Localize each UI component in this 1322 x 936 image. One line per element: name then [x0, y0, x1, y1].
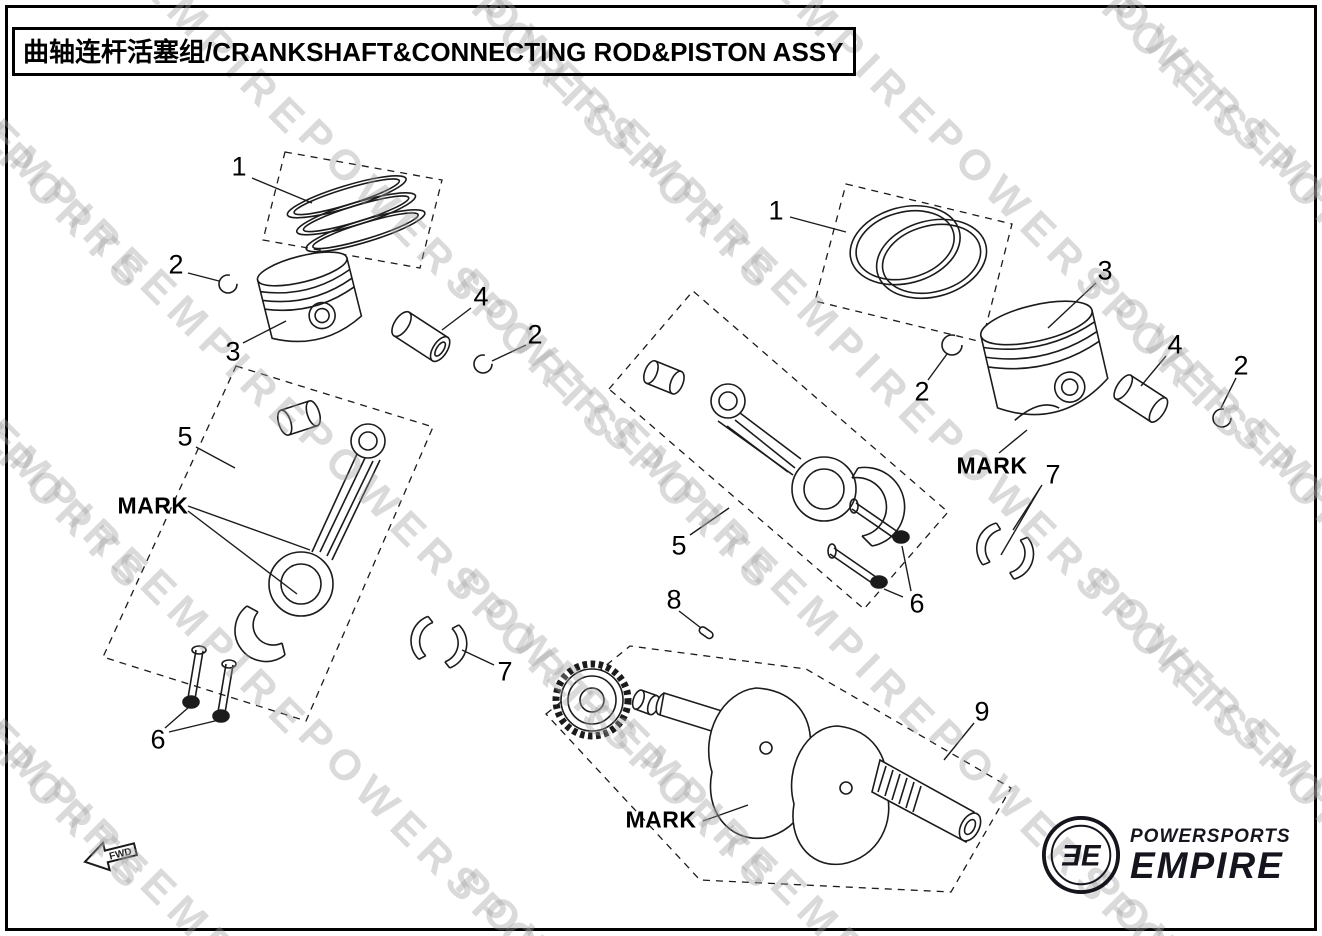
right-piston-pin	[1113, 374, 1169, 423]
part-shapes	[182, 175, 1232, 866]
logo-brand-top: POWERSPORTS	[1130, 826, 1291, 848]
page-border	[5, 5, 1317, 931]
right-piston-rings	[849, 204, 988, 300]
left-circlip-a	[218, 274, 238, 294]
right-rod-box	[608, 290, 949, 610]
crankshaft	[655, 687, 982, 866]
woodruff-key	[698, 626, 714, 640]
left-circlip-b	[473, 354, 493, 374]
diagram-title: 曲轴连杆活塞组/CRANKSHAFT&CONNECTING ROD&PISTON…	[12, 27, 857, 76]
left-bearing-shells	[410, 615, 468, 669]
right-rod-bushing	[642, 359, 685, 395]
right-rings-box	[814, 183, 1013, 343]
left-piston-pin	[391, 310, 451, 363]
logo-emblem-text: ƎE	[1061, 840, 1102, 873]
left-rod-bolts	[182, 645, 237, 723]
right-circlip-a	[941, 334, 963, 356]
logo-brand-bottom: EMPIRE	[1130, 845, 1284, 887]
logo-emblem-icon: ƎE	[1041, 815, 1121, 895]
crankshaft-box	[545, 645, 1012, 893]
fwd-label: FWD	[108, 846, 133, 862]
fwd-arrow-icon: FWD	[83, 840, 139, 872]
left-rod-bushing	[276, 400, 322, 436]
right-rod-bolts	[827, 498, 910, 589]
left-rings-box	[262, 151, 443, 269]
crank-gear	[552, 660, 632, 740]
left-connecting-rod	[234, 423, 386, 663]
right-circlip-b	[1212, 408, 1232, 428]
left-piston-rings	[286, 175, 426, 253]
left-piston	[256, 251, 363, 343]
leader-lines	[164, 177, 1237, 822]
right-connecting-rod	[710, 383, 906, 547]
right-bearing-shells	[976, 522, 1035, 580]
left-rod-box	[102, 365, 434, 722]
powersports-empire-logo: ƎE POWERSPORTS EMPIRE	[1040, 814, 1291, 896]
right-piston	[979, 300, 1109, 421]
